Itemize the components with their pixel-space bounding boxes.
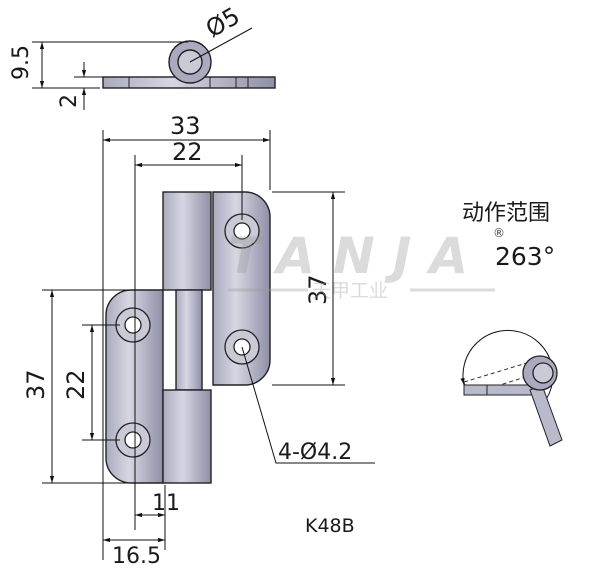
dim-left-leaf-height: 37 [22,369,50,400]
dim-height: 9.5 [9,45,34,80]
motion-range-label: 动作范围 [462,201,550,226]
dim-left-hole-pitch: 22 [62,369,90,400]
watermark-subtitle: 天甲工业 [312,280,388,302]
hinge-pin [175,289,203,391]
motion-range-angle: 263° [495,242,555,271]
top-view: 9.5 2 Ø5 [9,2,276,110]
motion-range-diagram [460,329,563,447]
dim-hole-span-width: 22 [172,138,203,166]
dim-hole-offset: 11 [152,491,180,516]
registered-mark: ® [493,226,505,240]
upper-knuckle [162,191,212,291]
dim-pin-diameter: Ø5 [201,2,245,43]
dim-overall-width: 33 [170,112,201,140]
lower-knuckle [162,389,212,484]
model-number: K48B [305,515,355,537]
dim-thickness: 2 [57,94,82,108]
dim-right-leaf-height: 37 [304,274,332,305]
watermark: TANJA 天甲工业 [228,227,495,302]
watermark-brand: TANJA [228,227,486,285]
holes-label: 4-Ø4.2 [278,440,352,465]
front-view: 33 22 37 37 22 11 16.5 4-Ø4.2 [22,112,375,569]
dim-left-width: 16.5 [112,544,161,569]
